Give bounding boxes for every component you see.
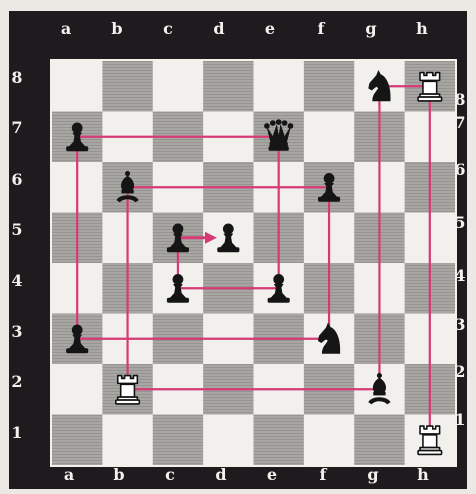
square-e8 xyxy=(254,61,305,112)
square-c8 xyxy=(153,61,204,112)
square-f7 xyxy=(304,112,355,163)
file-label-top-c: c xyxy=(158,20,178,38)
square-f8 xyxy=(304,61,355,112)
rank-label-left-5: 5 xyxy=(7,221,27,239)
rank-label-left-1: 1 xyxy=(7,424,27,442)
file-label-top-b: b xyxy=(107,20,127,38)
chessboard xyxy=(50,59,457,467)
file-label-bottom-e: e xyxy=(262,466,282,484)
board-frame: a b c d e f g h a b c d e f g h 8 7 6 5 … xyxy=(9,11,467,489)
file-label-bottom-c: c xyxy=(160,466,180,484)
file-label-bottom-d: d xyxy=(211,466,231,484)
square-g1 xyxy=(354,415,405,466)
file-label-top-g: g xyxy=(361,20,381,38)
file-label-bottom-h: h xyxy=(413,466,433,484)
square-d8 xyxy=(203,61,254,112)
square-e1 xyxy=(254,415,305,466)
rank-label-left-4: 4 xyxy=(7,272,27,290)
board-surface xyxy=(52,61,455,465)
file-label-bottom-a: a xyxy=(59,466,79,484)
square-b8 xyxy=(102,61,153,112)
file-label-top-h: h xyxy=(412,20,432,38)
square-a2 xyxy=(52,364,103,415)
rank-label-left-7: 7 xyxy=(7,119,27,137)
square-c1 xyxy=(153,415,204,466)
file-label-top-a: a xyxy=(56,20,76,38)
file-label-bottom-b: b xyxy=(109,466,129,484)
square-f1 xyxy=(304,415,355,466)
rank-label-left-6: 6 xyxy=(7,171,27,189)
rank-label-left-3: 3 xyxy=(7,323,27,341)
rank-label-left-2: 2 xyxy=(7,373,27,391)
file-label-top-e: e xyxy=(260,20,280,38)
file-label-bottom-f: f xyxy=(313,466,333,484)
square-a8 xyxy=(52,61,103,112)
file-label-top-d: d xyxy=(209,20,229,38)
square-d1 xyxy=(203,415,254,466)
file-label-top-f: f xyxy=(311,20,331,38)
squares-layer xyxy=(52,61,455,465)
file-label-bottom-g: g xyxy=(363,466,383,484)
square-a1 xyxy=(52,415,103,466)
rank-label-left-8: 8 xyxy=(7,69,27,87)
square-b1 xyxy=(102,415,153,466)
